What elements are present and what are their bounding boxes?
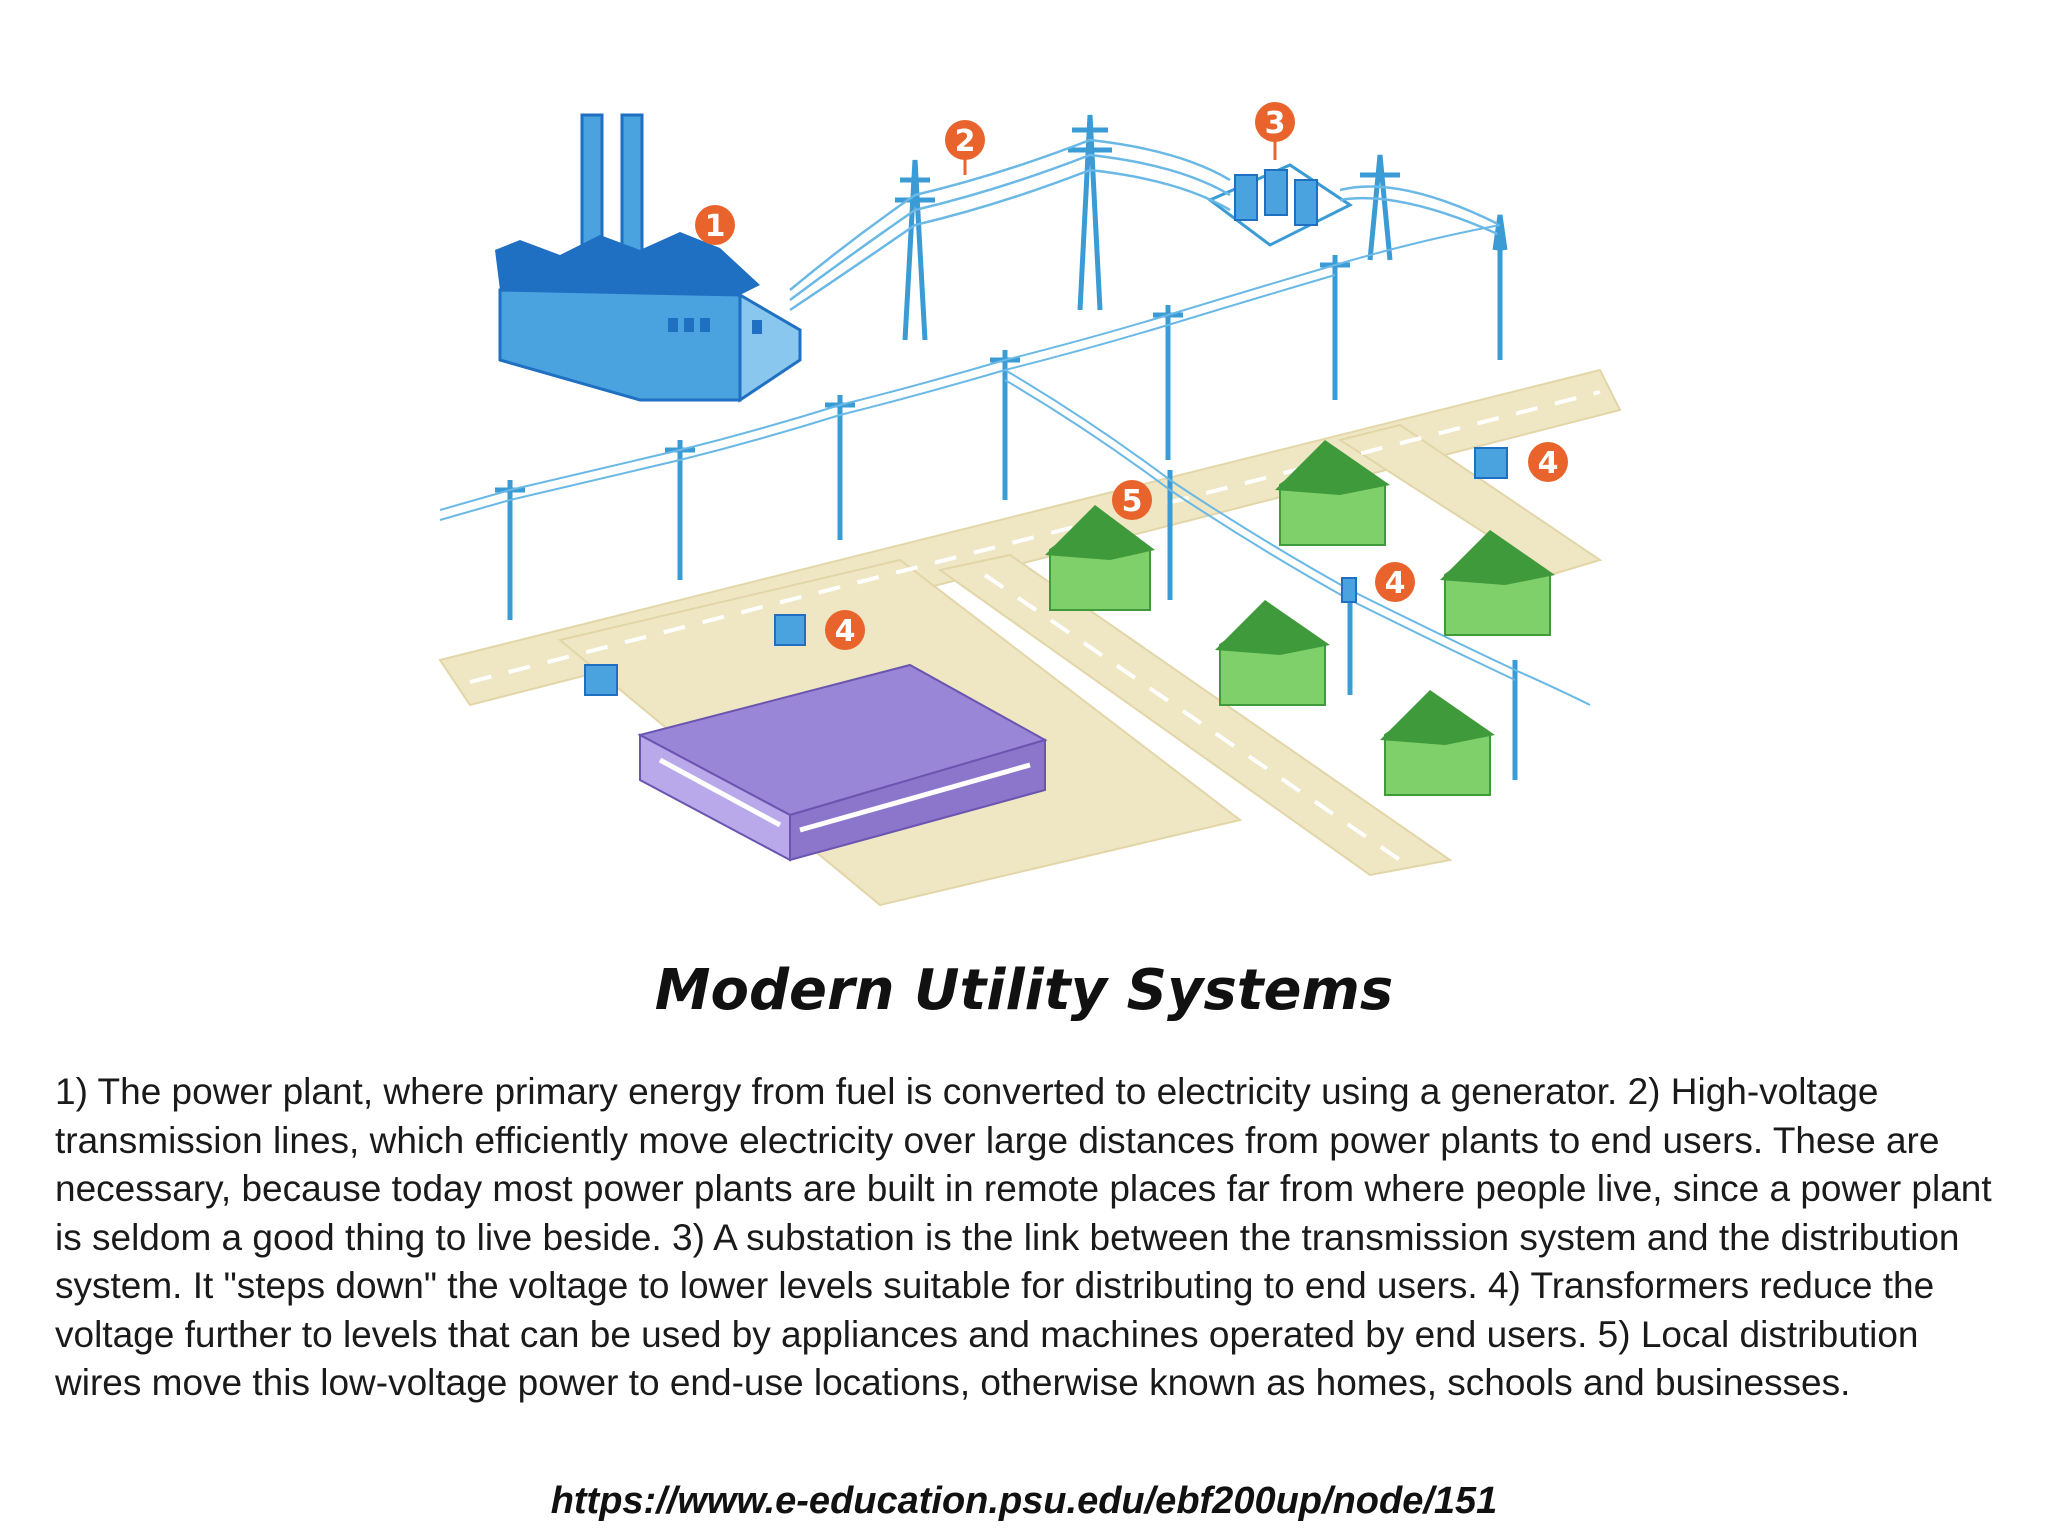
svg-text:5: 5	[1122, 484, 1143, 519]
road-network	[438, 368, 1622, 907]
marker-4-pole: 4	[1375, 562, 1415, 602]
diagram-caption: 1) The power plant, where primary energy…	[55, 1071, 1992, 1403]
svg-text:2: 2	[955, 124, 976, 159]
office-building	[637, 663, 1048, 862]
svg-text:1: 1	[705, 209, 726, 244]
svg-text:4: 4	[1385, 566, 1406, 601]
pole-transformers	[584, 447, 1508, 696]
power-plant	[495, 113, 802, 403]
transmission-lines	[789, 138, 1501, 312]
marker-5: 5	[1112, 480, 1152, 520]
substation	[1207, 163, 1353, 247]
distribution-wires	[439, 224, 1591, 706]
marker-4-street: 4	[1528, 442, 1568, 482]
houses	[1045, 440, 1555, 796]
marker-4-office: 4	[825, 610, 865, 650]
diagram-title: Modern Utility Systems	[654, 958, 1394, 1023]
source-url: https://www.e-education.psu.edu/ebf200up…	[550, 1480, 1498, 1522]
utility-system-illustration: 1 2 3 4 4 4 5	[438, 102, 1622, 907]
marker-3: 3	[1255, 102, 1295, 160]
marker-1: 1	[695, 205, 735, 245]
marker-2: 2	[945, 120, 985, 175]
road-dashes	[469, 390, 1601, 862]
svg-text:3: 3	[1265, 106, 1286, 141]
distribution-poles	[495, 215, 1518, 780]
svg-text:4: 4	[1538, 446, 1559, 481]
svg-text:4: 4	[835, 614, 856, 649]
